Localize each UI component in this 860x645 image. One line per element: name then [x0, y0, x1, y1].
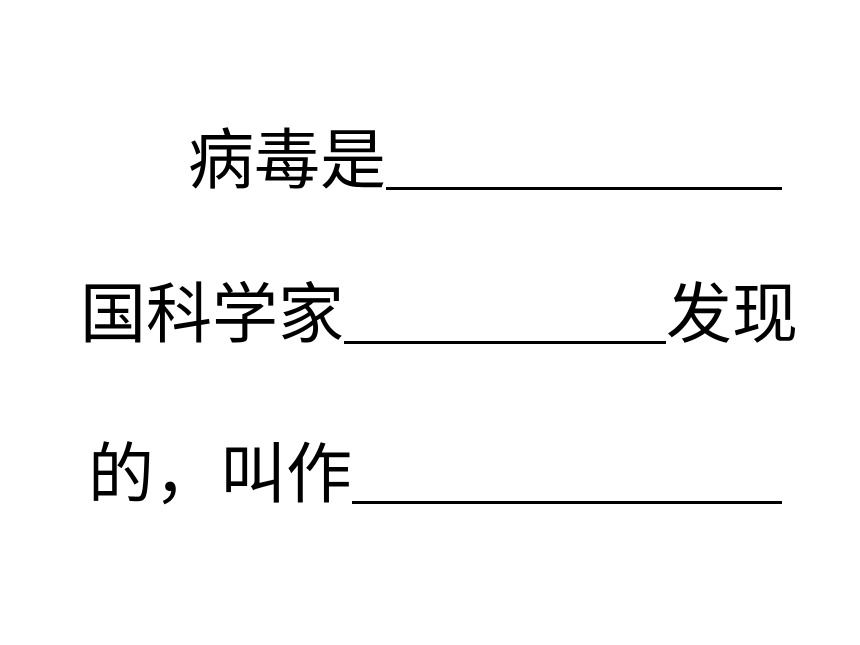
question-text-2: 国科学家	[80, 276, 344, 353]
question-text-3: 的，叫作	[88, 436, 352, 513]
question-line-3: 的，叫作	[88, 442, 782, 508]
question-text-2-after: 发现	[666, 276, 798, 353]
answer-blank-1	[386, 187, 782, 190]
answer-blank-3	[352, 501, 782, 504]
answer-blank-2	[344, 341, 666, 344]
question-line-2: 国科学家发现	[80, 282, 798, 348]
question-line-1: 病毒是	[188, 128, 782, 194]
question-text-1: 病毒是	[188, 122, 386, 199]
